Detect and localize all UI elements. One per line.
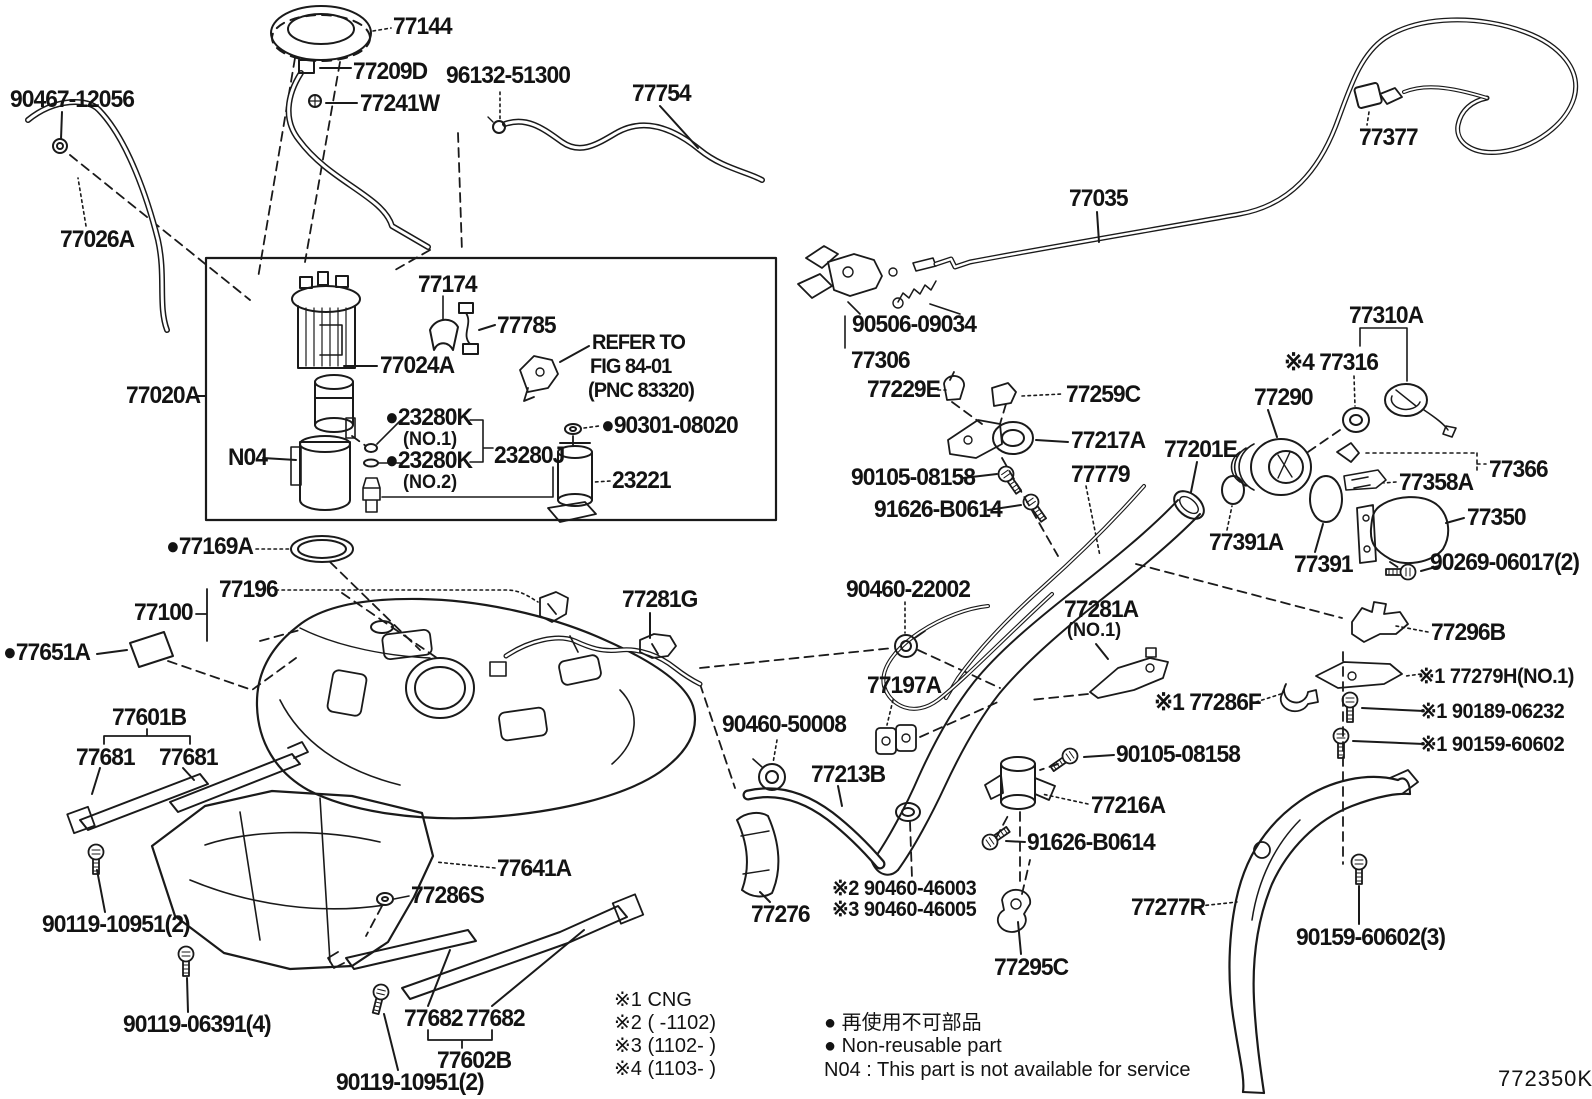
- part-label-77295c: 77295C: [994, 954, 1069, 981]
- part-label-77682-1: 77682: [404, 1005, 464, 1032]
- part-label-77216a: 77216A: [1091, 792, 1166, 819]
- part-label-77196: 77196: [219, 576, 279, 603]
- figure-code: 772350K: [1498, 1066, 1592, 1091]
- part-label-77277r: 77277R: [1131, 894, 1206, 921]
- footnote-2: ※2 ( -1102): [614, 1012, 716, 1034]
- part-label-77259c: 77259C: [1066, 381, 1141, 408]
- part-label-77350: 77350: [1467, 504, 1527, 531]
- part-label-90460-46005: ※3 90460-46005: [832, 898, 977, 921]
- part-label-77279h: ※1 77279H(NO.1): [1418, 665, 1574, 688]
- part-label-77281a-sub: (NO.1): [1067, 620, 1122, 641]
- part-label-77785: 77785: [497, 312, 557, 339]
- part-label-90506-09034: 90506-09034: [852, 311, 977, 338]
- part-label-90159-60602-3: 90159-60602(3): [1296, 924, 1446, 951]
- part-label-77754: 77754: [632, 80, 692, 107]
- footnote-1: ※1 CNG: [614, 989, 692, 1011]
- part-label-77316: ※4 77316: [1284, 349, 1379, 376]
- part-label-77174: 77174: [418, 271, 478, 298]
- part-label-90467-12056: 90467-12056: [10, 86, 135, 113]
- legend-n04-note: N04 : This part is not available for ser…: [824, 1059, 1191, 1081]
- part-label-77651a: ●77651A: [3, 639, 91, 666]
- part-label-77377: 77377: [1359, 124, 1419, 151]
- part-label-23221: 23221: [612, 467, 672, 494]
- part-label-77209d: 77209D: [353, 58, 428, 85]
- part-label-77779: 77779: [1071, 461, 1131, 488]
- part-label-77290: 77290: [1254, 384, 1314, 411]
- part-label-77601b: 77601B: [112, 704, 187, 731]
- part-label-77276: 77276: [751, 901, 811, 928]
- refer-note-line3: (PNC 83320): [588, 379, 695, 402]
- part-label-77366: 77366: [1489, 456, 1549, 483]
- refer-note-line1: REFER TO: [592, 331, 686, 354]
- part-label-90460-46003: ※2 90460-46003: [832, 877, 977, 900]
- part-label-77024a: 77024A: [380, 352, 455, 379]
- part-label-77306: 77306: [851, 347, 911, 374]
- part-label-90189-06232: ※1 90189-06232: [1420, 700, 1565, 723]
- part-label-91626-b0614-a: 91626-B0614: [874, 496, 1003, 523]
- part-label-77281a: 77281A: [1064, 596, 1139, 623]
- part-label-90105-08158-a: 90105-08158: [851, 464, 976, 491]
- refer-note-line2: FIG 84-01: [590, 355, 672, 378]
- part-label-90159-60602: ※1 90159-60602: [1420, 733, 1565, 756]
- part-label-90269-06017: 90269-06017(2): [1430, 549, 1580, 576]
- footnote-3: ※3 (1102- ): [614, 1035, 716, 1057]
- part-label-77169a: ●77169A: [166, 533, 254, 560]
- part-label-77217a: 77217A: [1071, 427, 1146, 454]
- part-label-90119-10951-b: 90119-10951(2): [336, 1069, 485, 1096]
- part-label-90301-08020: ●90301-08020: [601, 412, 739, 439]
- part-label-90119-10951-a: 90119-10951(2): [42, 911, 191, 938]
- part-label-77100: 77100: [134, 599, 194, 626]
- part-label-90105-08158-b: 90105-08158: [1116, 741, 1241, 768]
- part-label-90119-06391: 90119-06391(4): [123, 1011, 272, 1038]
- part-label-77681-2: 77681: [159, 744, 219, 771]
- part-label-77286s: 77286S: [411, 882, 485, 909]
- part-label-77296b: 77296B: [1431, 619, 1506, 646]
- part-label-77391a: 77391A: [1209, 529, 1284, 556]
- part-label-77281g: 77281G: [622, 586, 698, 613]
- part-label-77310a: 77310A: [1349, 302, 1424, 329]
- part-label-77602b: 77602B: [437, 1047, 512, 1074]
- part-label-77358a: 77358A: [1399, 469, 1474, 496]
- part-label-91626-b0614-b: 91626-B0614: [1027, 829, 1156, 856]
- footnote-4: ※4 (1103- ): [614, 1058, 716, 1080]
- part-label-n04: N04: [228, 444, 268, 471]
- part-label-23280j: 23280J: [494, 442, 565, 469]
- part-label-23280k-no1-sub: (NO.1): [403, 429, 458, 450]
- part-label-90460-22002: 90460-22002: [846, 576, 971, 603]
- part-label-23280k-no2-sub: (NO.2): [403, 472, 458, 493]
- part-label-77681-1: 77681: [76, 744, 136, 771]
- part-label-77035: 77035: [1069, 185, 1129, 212]
- part-label-77682-2: 77682: [466, 1005, 526, 1032]
- part-label-77201e: 77201E: [1164, 436, 1238, 463]
- part-label-96132-51300: 96132-51300: [446, 62, 571, 89]
- part-label-77197a: 77197A: [867, 672, 942, 699]
- part-label-77286f: ※1 77286F: [1154, 689, 1262, 716]
- part-label-77144: 77144: [393, 13, 453, 40]
- part-label-77641a: 77641A: [497, 855, 572, 882]
- part-label-77213b: 77213B: [811, 761, 886, 788]
- part-label-90460-50008: 90460-50008: [722, 711, 847, 738]
- part-label-23280k-no1: ●23280K: [385, 404, 473, 431]
- part-label-23280k-no2: ●23280K: [385, 447, 473, 474]
- part-label-77229e: 77229E: [867, 376, 941, 403]
- part-label-77020a: 77020A: [126, 382, 201, 409]
- legend-non-reusable-jp: ● 再使用不可部品: [824, 1012, 982, 1034]
- part-label-77026a: 77026A: [60, 226, 135, 253]
- part-label-77391: 77391: [1294, 551, 1354, 578]
- legend-non-reusable-en: ● Non-reusable part: [824, 1035, 1002, 1057]
- part-label-77241w: 77241W: [360, 90, 440, 117]
